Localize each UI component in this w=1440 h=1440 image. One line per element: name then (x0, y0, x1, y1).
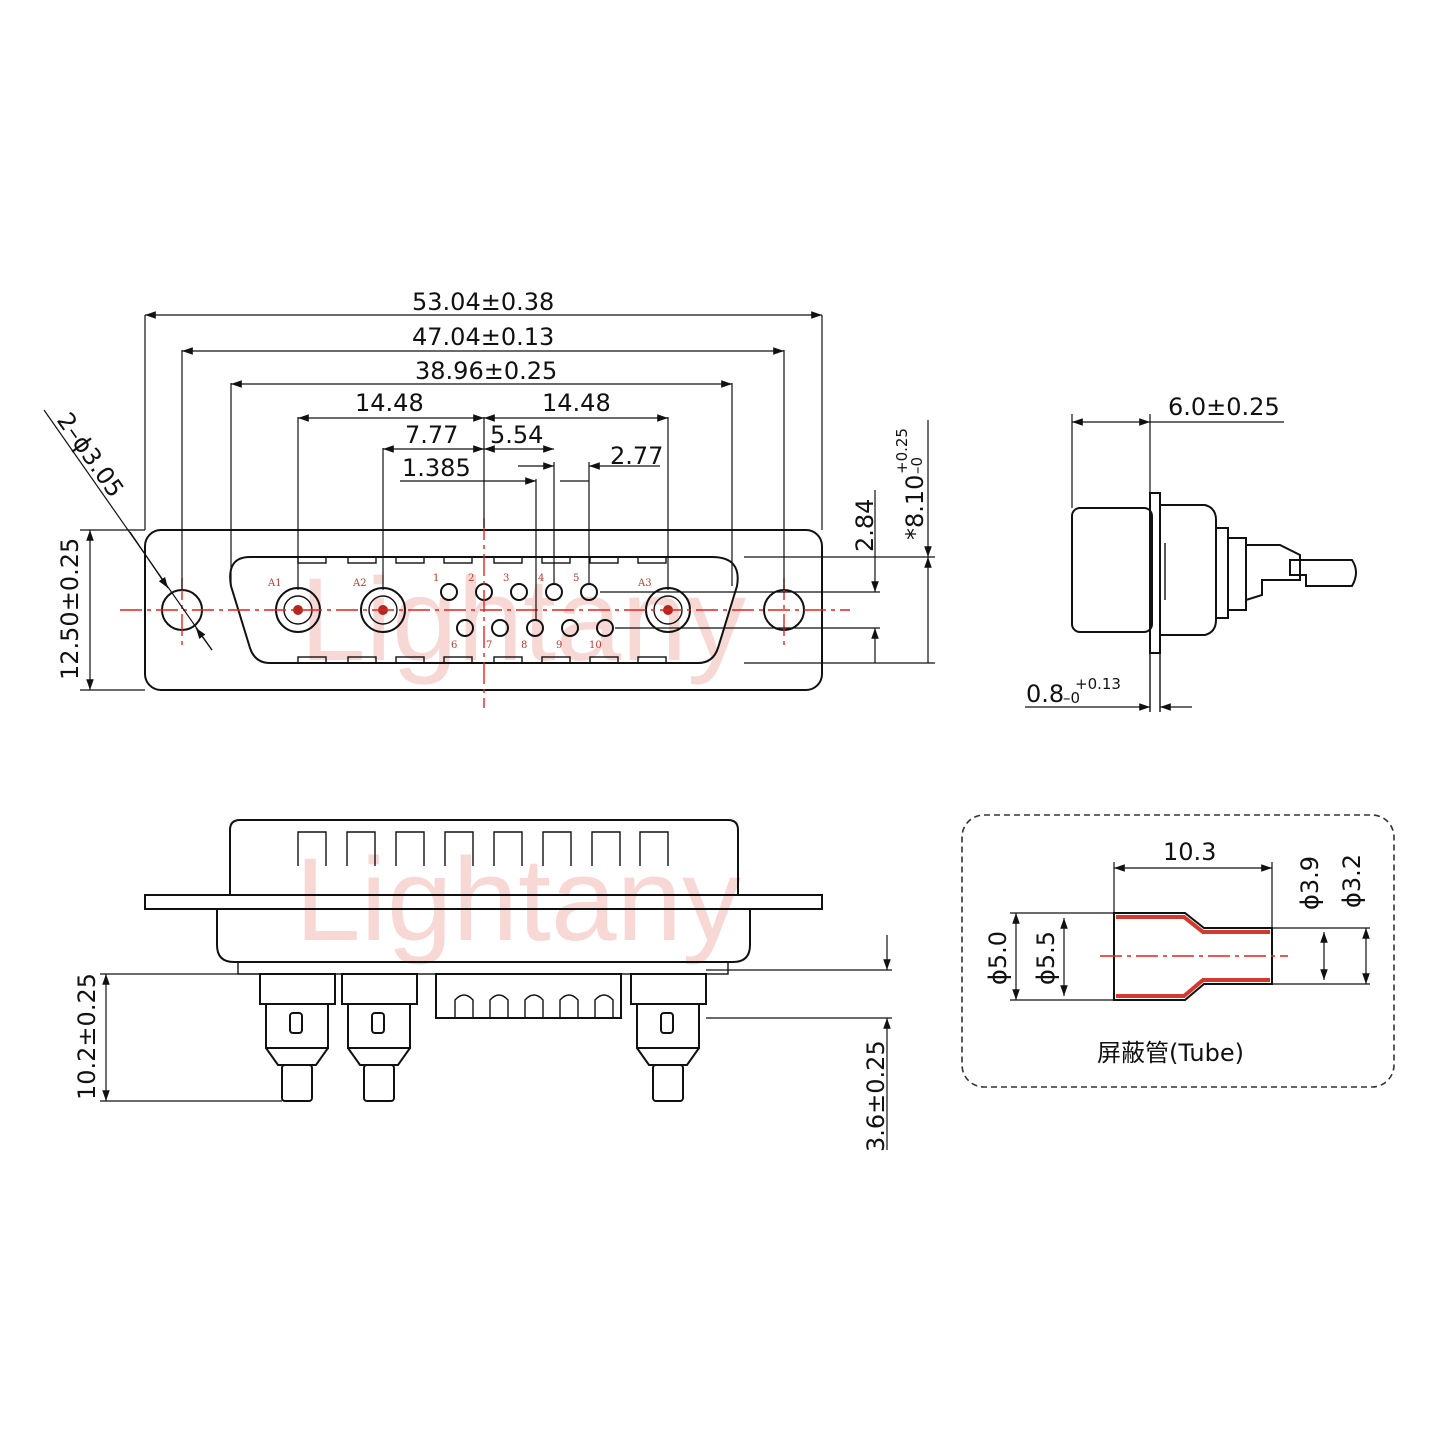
dim-tail: 3.6±0.25 (862, 1040, 890, 1152)
tube-dim-od-small: ϕ3.9 (1296, 856, 1324, 910)
dim-d: 2.77 (610, 442, 663, 470)
pin-label-7: 7 (486, 640, 492, 651)
dim-shell: 38.96±0.25 (415, 357, 557, 385)
bottom-view: 10.2±0.25 3.6±0.25 (73, 819, 892, 1152)
dim-pin-length: 10.2±0.25 (73, 973, 101, 1100)
tube-dim-id-large: ϕ5.5 (1032, 931, 1060, 985)
pin-label-6: 6 (451, 640, 457, 651)
dim-flange: 0.8 (1026, 680, 1064, 708)
tube-title: 屏蔽管(Tube) (1097, 1039, 1244, 1067)
pin-label-3: 3 (503, 573, 509, 584)
watermark-bottom: Lightany (295, 834, 741, 966)
tube-detail-frame (961, 814, 1395, 1088)
bottom-signal-pins (435, 973, 622, 1019)
dim-c: 1.385 (402, 454, 471, 482)
dim-flange-tol-upper: +0.13 (1075, 675, 1121, 693)
pin-label-8: 8 (521, 640, 527, 651)
front-view: A1 A2 A3 1 2 3 4 5 6 7 8 9 10 (43, 288, 935, 708)
dim-shell-height-tol-lower: –0 (908, 457, 926, 474)
label-a3: A3 (637, 578, 652, 589)
dim-shell-height: *8.10 (901, 475, 929, 540)
dim-shell-height-tol-upper: +0.25 (893, 428, 911, 474)
shell-slots (297, 556, 667, 664)
dim-left-pitch: 14.48 (355, 389, 424, 417)
pin-label-9: 9 (556, 640, 562, 651)
bottom-power-contact-a3 (630, 973, 707, 1102)
dim-flange-tol-lower: –0 (1063, 689, 1080, 707)
dim-row: 2.84 (851, 499, 879, 552)
tube-detail: 10.3 ϕ5.0 ϕ5.5 ϕ3.9 ϕ3.2 屏蔽管(Tube) (961, 814, 1395, 1088)
bottom-power-contact-a1 (259, 973, 336, 1102)
side-body (1160, 504, 1217, 636)
dim-flange-holes: 47.04±0.13 (412, 323, 554, 351)
bottom-shell-body (216, 908, 751, 963)
label-a1: A1 (267, 578, 282, 589)
front-d-shell (229, 556, 739, 664)
dim-height: 12.50±0.25 (56, 538, 84, 680)
bottom-slots (297, 831, 669, 866)
side-shell (1071, 507, 1153, 633)
bottom-power-contact-a2 (341, 973, 418, 1102)
pin-label-10: 10 (589, 640, 602, 651)
label-a2: A2 (352, 578, 367, 589)
side-flange (1149, 492, 1161, 654)
front-extension-lines (144, 315, 823, 620)
dim-overall: 53.04±0.38 (412, 288, 554, 316)
pin-label-5: 5 (573, 573, 579, 584)
dim-depth: 6.0±0.25 (1168, 393, 1280, 421)
dim-b: 5.54 (490, 421, 543, 449)
pin-label-4: 4 (538, 573, 544, 584)
dim-a: 7.77 (405, 421, 458, 449)
pin-label-1: 1 (433, 573, 439, 584)
tube-dim-od-large: ϕ5.0 (984, 931, 1012, 985)
pin-label-2: 2 (468, 573, 474, 584)
dim-right-pitch: 14.48 (542, 389, 611, 417)
side-view: 6.0±0.25 0.8 +0.13 –0 (1025, 393, 1357, 712)
dim-hole: 2–ϕ3.05 (51, 407, 129, 502)
watermark-front: Lightany (300, 554, 746, 686)
side-contact (1245, 544, 1301, 602)
tube-dim-id-small: ϕ3.2 (1338, 854, 1366, 908)
tube-dim-length: 10.3 (1163, 838, 1216, 866)
side-pin (1289, 559, 1357, 587)
signal-pins (440, 583, 614, 637)
